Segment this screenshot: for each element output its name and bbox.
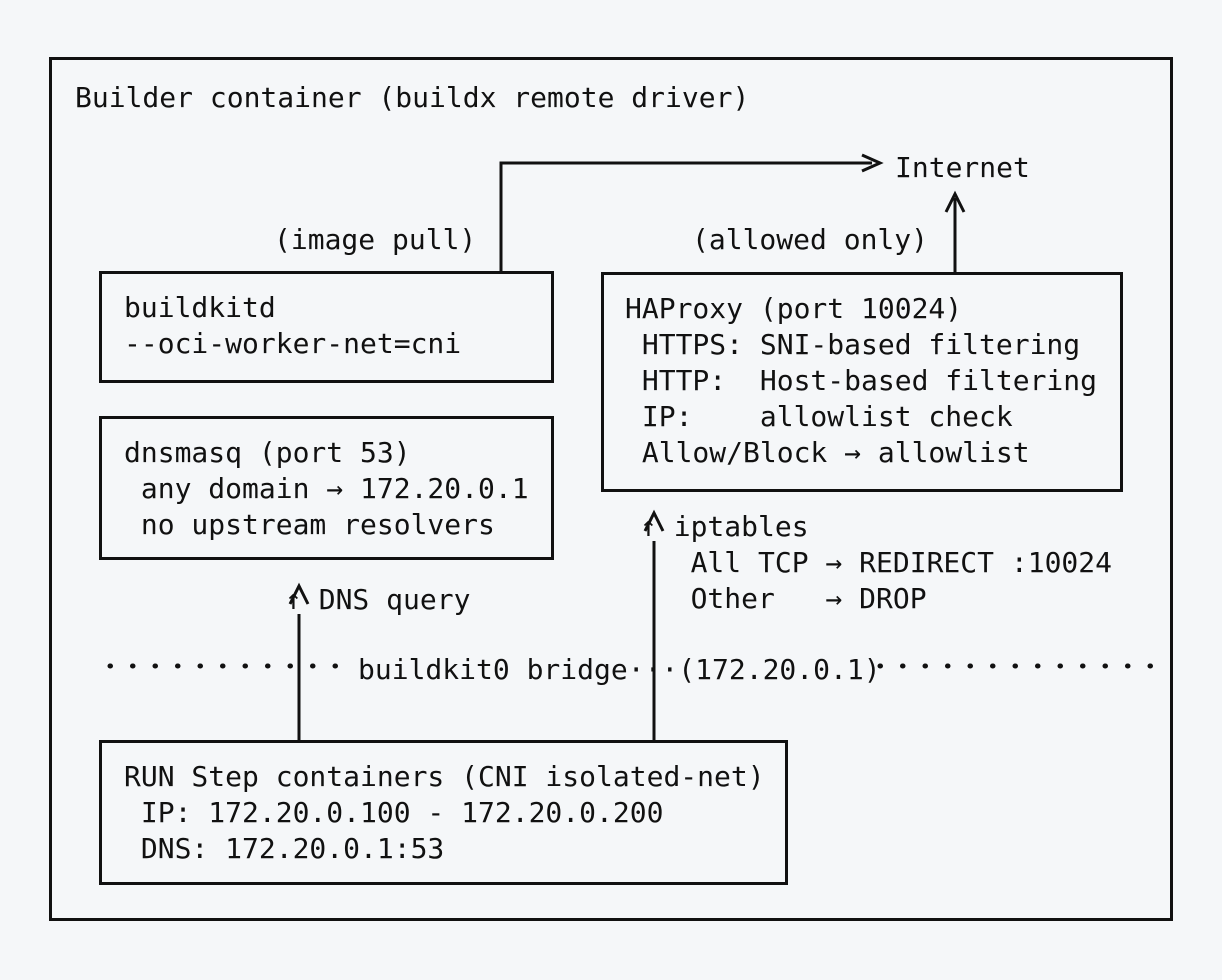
run-step-line-2: DNS: 172.20.0.1:53 <box>124 832 445 865</box>
dnsmasq-box <box>99 416 554 560</box>
image-pull-label: (image pull) <box>274 223 477 256</box>
internet-node-label: Internet <box>895 151 1030 184</box>
haproxy-line-2: HTTP: Host-based filtering <box>625 364 1098 397</box>
iptables-rule-0: All TCP → REDIRECT :10024 <box>640 546 1113 579</box>
dnsmasq-line-1: any domain → 172.20.0.1 <box>124 472 529 505</box>
builder-container-box <box>49 57 1173 921</box>
run-step-containers-box <box>99 740 788 885</box>
dns-query-label: ↑ DNS query <box>285 583 471 616</box>
iptables-rule-1: Other → DROP <box>640 582 927 615</box>
buildkitd-line-0: buildkitd <box>124 291 276 324</box>
builder-container-title: Builder container (buildx remote driver) <box>75 81 750 114</box>
run-step-line-0: RUN Step containers (CNI isolated-net) <box>124 760 765 793</box>
allowed-only-label: (allowed only) <box>692 223 929 256</box>
haproxy-box <box>601 272 1123 492</box>
iptables-label: ↑ iptables <box>640 510 809 543</box>
haproxy-line-1: HTTPS: SNI-based filtering <box>625 328 1081 361</box>
buildkitd-line-1: --oci-worker-net=cni <box>124 327 462 360</box>
haproxy-line-3: IP: allowlist check <box>625 400 1013 433</box>
buildkit0-bridge-label: buildkit0 bridge···(172.20.0.1) <box>352 652 887 688</box>
haproxy-line-4: Allow/Block → allowlist <box>625 436 1030 469</box>
run-step-line-1: IP: 172.20.0.100 - 172.20.0.200 <box>124 796 664 829</box>
haproxy-line-0: HAProxy (port 10024) <box>625 292 963 325</box>
dnsmasq-line-0: dnsmasq (port 53) <box>124 436 411 469</box>
buildkitd-box <box>99 271 554 383</box>
dnsmasq-line-2: no upstream resolvers <box>124 508 495 541</box>
